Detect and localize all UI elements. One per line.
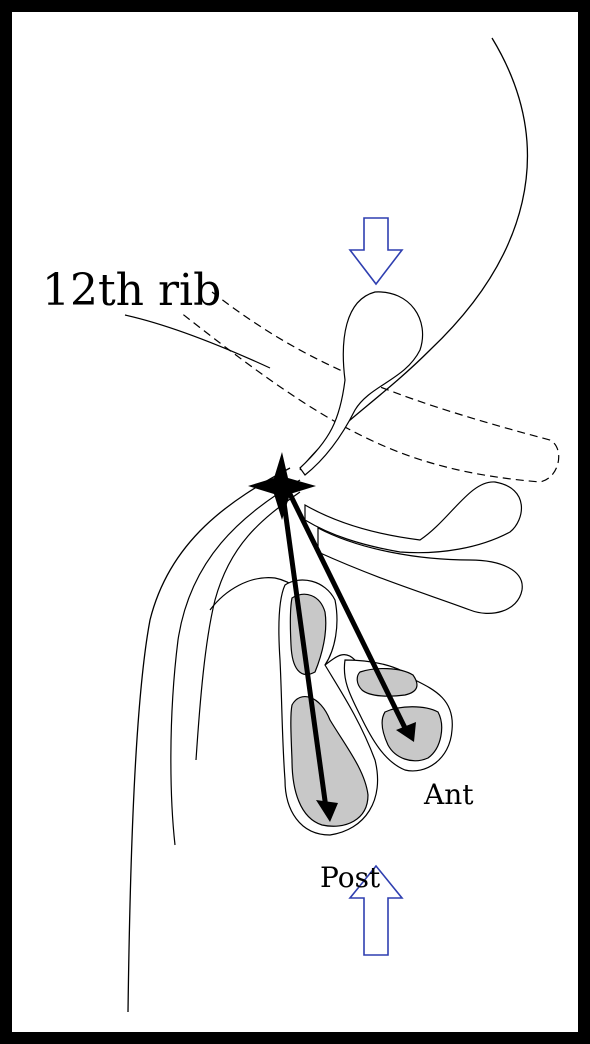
anterior-label: Ant	[423, 778, 474, 811]
posterior-label: Post	[320, 861, 381, 894]
rib-label: 12th rib	[42, 265, 221, 316]
